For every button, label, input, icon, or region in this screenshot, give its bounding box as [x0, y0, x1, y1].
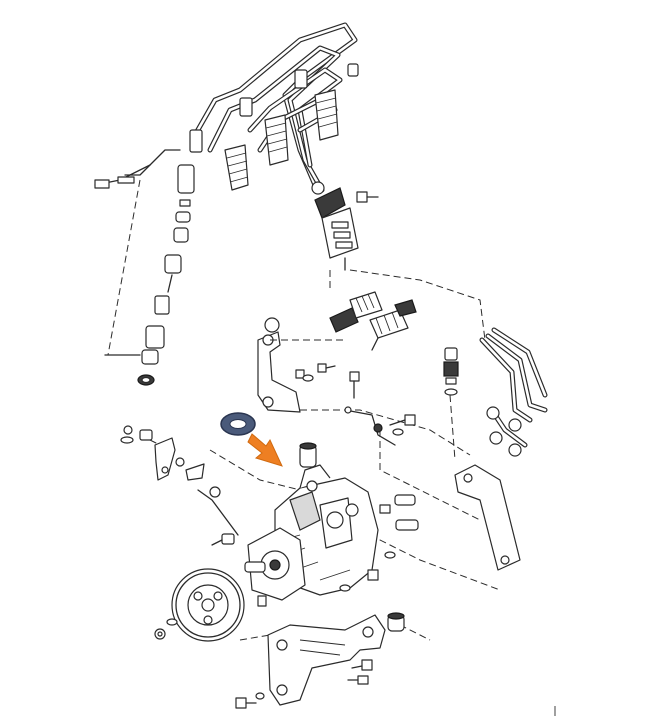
bracket-bushing	[387, 612, 405, 632]
pipe-nut-1	[189, 129, 203, 153]
temperature-sender-2	[369, 299, 417, 351]
connector-bolt	[356, 191, 379, 203]
solenoid-housing	[145, 325, 165, 349]
bracket-bolts	[295, 363, 336, 382]
temperature-sender-1	[329, 291, 383, 333]
pump-shaft	[269, 559, 281, 571]
connector-pin-1	[331, 221, 349, 229]
pump-outlet-2	[345, 503, 359, 517]
gear-hub	[201, 598, 215, 612]
bolt-center	[349, 371, 360, 399]
throttle-link	[344, 406, 396, 446]
wiring-harness	[94, 149, 181, 356]
solenoid-body	[177, 164, 195, 194]
seal-ring-1	[179, 199, 191, 207]
washer-1	[175, 211, 191, 223]
pump-mounting-bracket	[267, 614, 386, 706]
delivery-pipes	[479, 327, 548, 457]
distributor-head-plug	[299, 442, 317, 468]
pipe-union	[311, 181, 325, 195]
banjo-fitting	[141, 349, 159, 365]
bolt-washer-right	[389, 414, 416, 436]
pipe-nut-2	[239, 97, 253, 117]
orange-pointer-arrow	[247, 433, 283, 467]
pipe-nut-4	[347, 63, 359, 77]
connector-pin-3	[335, 241, 353, 249]
bracket-mount-hole	[262, 396, 274, 408]
injector-1	[224, 144, 249, 191]
pump-outlet-3	[306, 480, 318, 492]
spring	[173, 227, 189, 243]
gear-nut-washer	[154, 618, 178, 640]
pipe-nut-3	[294, 69, 308, 89]
injector-pipe-harness	[189, 22, 359, 195]
connector-pin-2	[333, 231, 351, 239]
pipe-nut-b	[489, 431, 503, 445]
pump-shaft-key	[244, 561, 266, 573]
gear-bolt	[257, 595, 267, 607]
injection-pump-body	[244, 464, 379, 601]
injector-2	[264, 114, 289, 166]
wire-plug	[117, 176, 135, 184]
connector-housing	[314, 187, 359, 271]
valve-seat	[154, 295, 170, 315]
throttle-bracket	[257, 317, 301, 413]
pump-timing-gear	[171, 568, 245, 642]
lever-roller	[264, 317, 280, 333]
plunger	[164, 254, 182, 274]
stop-solenoid-stack	[137, 164, 195, 386]
pipe-nut-a	[486, 406, 500, 420]
fuel-temp-sensor	[443, 347, 459, 396]
injector-3	[314, 89, 339, 141]
pump-side-fittings	[339, 494, 419, 592]
pump-outlet-1	[326, 511, 344, 529]
wire-terminal	[94, 179, 110, 189]
lower-bolts	[235, 659, 373, 709]
linkage-rod	[197, 486, 239, 546]
rear-support-bracket	[454, 464, 521, 571]
highlighted-o-ring-seal	[220, 412, 256, 436]
pipe-nut-d	[508, 443, 522, 457]
pipe-nut-c	[508, 418, 522, 432]
accelerator-lever-parts	[120, 425, 205, 481]
